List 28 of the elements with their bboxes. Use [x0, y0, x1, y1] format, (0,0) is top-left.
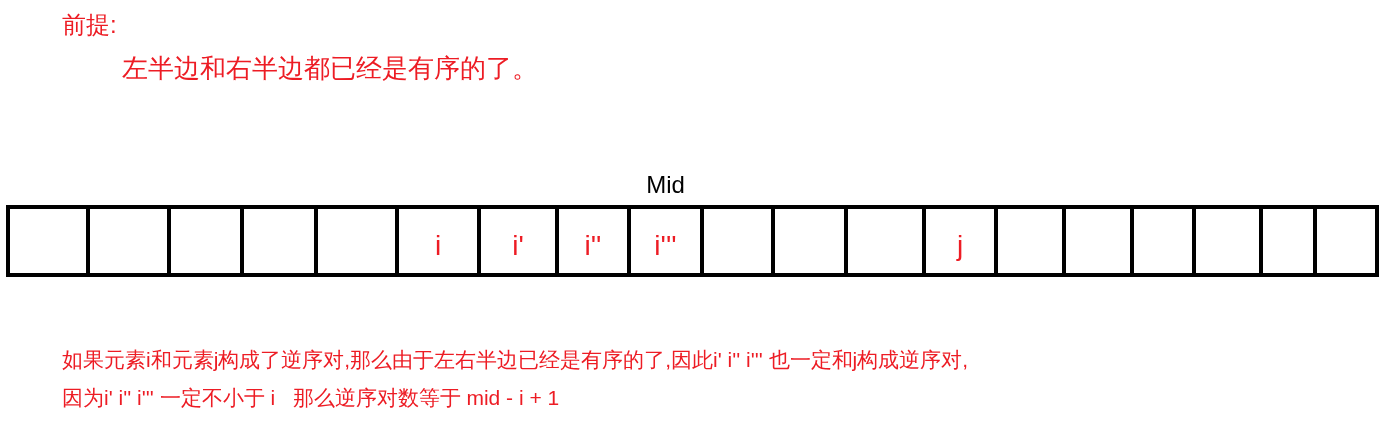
note-text: 如果元素i和元素j构成了逆序对,那么由于左右半边已经是有序的了,因此i' i'' i''' 也一定和j构成逆序对, [62, 347, 969, 372]
array-cell [700, 205, 771, 277]
array-cell [314, 205, 395, 277]
array-cell [240, 205, 314, 277]
array-cell [86, 205, 167, 277]
array-cell [395, 205, 477, 277]
array-cell [6, 205, 86, 277]
array-cell [1062, 205, 1130, 277]
array-cell [771, 205, 844, 277]
array-cell [555, 205, 627, 277]
index-label: i' [512, 232, 524, 260]
note-text: 因为i' i'' i''' 一定不小于 i 那么逆序对数等于 mid - i + 1 [62, 385, 560, 410]
index-label: i'' [584, 232, 602, 260]
array-cell [1130, 205, 1192, 277]
array-cell [477, 205, 555, 277]
array-cell [844, 205, 922, 277]
position-label: Mid [646, 173, 685, 197]
array-cell [922, 205, 994, 277]
index-label: i [434, 232, 442, 260]
index-label: j [956, 232, 964, 260]
note-text: 左半边和右半边都已经是有序的了。 [122, 53, 538, 84]
array-cell [994, 205, 1062, 277]
heading-text: 前提: [62, 10, 117, 39]
array-cell [1259, 205, 1313, 277]
index-label: i''' [654, 232, 677, 260]
array-cell [1313, 205, 1379, 277]
array-cell [1192, 205, 1259, 277]
array-cell [167, 205, 240, 277]
